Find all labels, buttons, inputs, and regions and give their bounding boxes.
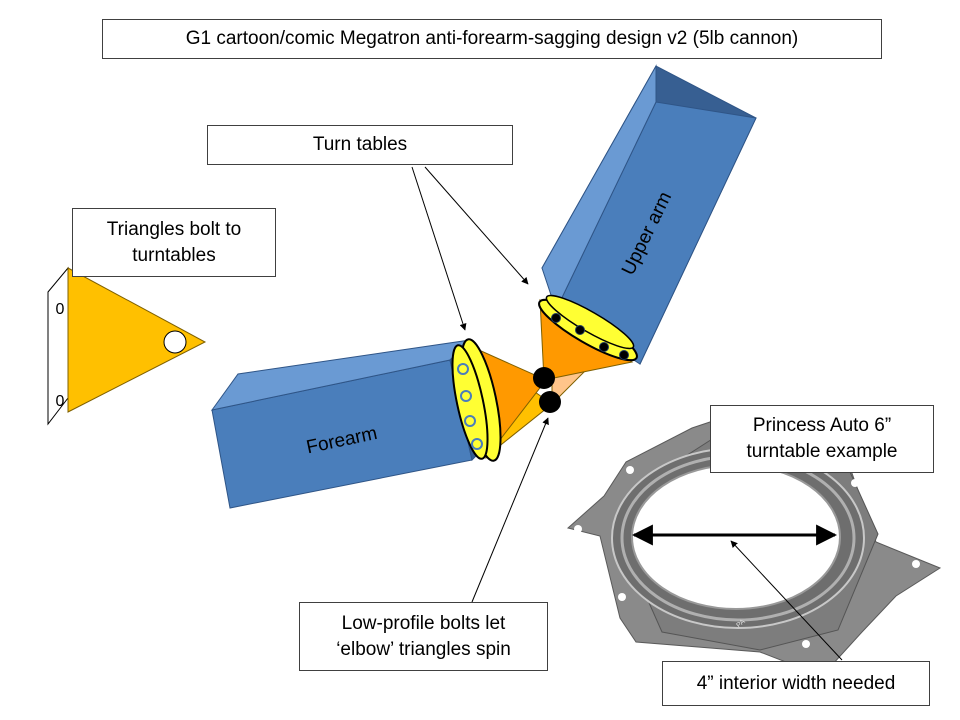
upper-arm-turntable — [538, 294, 638, 362]
forearm-block: Forearm — [210, 339, 493, 509]
upper-arm-block: Upper arm — [541, 64, 757, 365]
triangle-bracket: 0 0 — [47, 266, 207, 426]
plate-marking: PA — [735, 618, 747, 629]
low-profile-bolts-callout: Low-profile bolts let ‘elbow’ triangles … — [299, 602, 548, 671]
bolt-hole-label-bottom: 0 — [56, 393, 65, 410]
triangles-callout: Triangles bolt to turntables — [72, 208, 276, 277]
forearm-turntable — [451, 338, 502, 462]
turn-tables-callout: Turn tables — [207, 125, 513, 165]
elbow-bolts — [533, 367, 561, 413]
leader-arrows — [411, 166, 843, 661]
interior-width-callout: 4” interior width needed — [662, 661, 930, 706]
bolt-hole-label-top: 0 — [56, 301, 65, 318]
princess-auto-callout: Princess Auto 6” turntable example — [710, 405, 934, 473]
diagram-title: G1 cartoon/comic Megatron anti-forearm-s… — [102, 19, 882, 59]
